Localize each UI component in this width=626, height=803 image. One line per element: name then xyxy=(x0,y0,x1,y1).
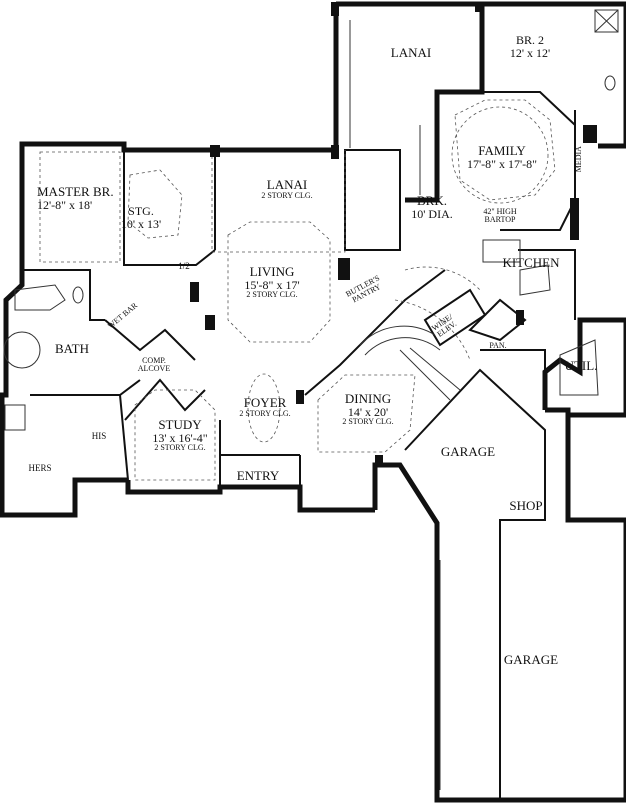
room-label-dining: DINING 14' x 20' 2 STORY CLG. xyxy=(330,392,406,427)
room-dimension: 12' x 12' xyxy=(509,45,551,60)
room-dimension: 15'-8" x 17' xyxy=(244,277,300,292)
room-label-half-bath: 1/2 xyxy=(178,261,190,271)
room-name: BRK. xyxy=(417,193,447,208)
room-label-media: MEDIA xyxy=(573,146,583,173)
room-label-shop: SHOP xyxy=(509,498,543,513)
interior-walls xyxy=(22,91,576,800)
room-label-hers: HERS xyxy=(28,463,52,473)
room-ceiling-note: 2 STORY CLG. xyxy=(239,408,291,418)
room-ceiling-note: 2 STORY CLG. xyxy=(246,290,298,300)
room-label-brk: BRK. 10' DIA. xyxy=(407,194,457,220)
room-label-pan: PAN. xyxy=(489,341,507,350)
room-label-stg: STG. 10' x 13' xyxy=(118,205,164,230)
room-label-foyer: FOYER 2 STORY CLG. xyxy=(230,396,300,418)
room-name: FAMILY xyxy=(478,143,526,158)
columns xyxy=(190,2,597,467)
bartop-note: 42" HIGH BARTOP xyxy=(478,207,522,225)
room-dimension: 10' DIA. xyxy=(411,206,453,221)
room-name: FOYER xyxy=(243,395,287,410)
room-name: LIVING xyxy=(249,264,295,279)
bartop-line2: BARTOP xyxy=(484,215,516,225)
room-label-master: MASTER BR. 12'-8" x 18' xyxy=(37,185,119,211)
room-label-his: HIS xyxy=(91,431,107,441)
room-ceiling-note: 2 STORY CLG. xyxy=(261,190,313,200)
room-label-bath: BATH xyxy=(55,341,89,356)
room-ceiling-note: 2 STORY CLG. xyxy=(154,443,206,453)
room-label-garage-1: GARAGE xyxy=(440,444,496,459)
comp-line2: ALCOVE xyxy=(137,364,171,374)
room-name: DINING xyxy=(344,391,392,406)
ceiling-outlines xyxy=(39,99,556,481)
room-dimension: 12'-8" x 18' xyxy=(37,197,93,212)
room-label-kitchen: KITCHEN xyxy=(502,255,560,270)
comp-line1: COMP. xyxy=(142,356,166,365)
room-label-util: UTIL. xyxy=(564,358,598,373)
bartop-line1: 42" HIGH xyxy=(483,207,517,216)
room-label-lanai-top: LANAI xyxy=(390,45,432,60)
room-dimension: 14' x 20' xyxy=(347,404,389,419)
room-label-family: FAMILY 17'-8" x 17'-8" xyxy=(462,144,542,170)
room-name: MASTER BR. xyxy=(37,184,114,199)
room-dimension: 10' x 13' xyxy=(120,216,162,231)
room-name: STG. xyxy=(128,204,154,218)
room-dimension: 13' x 16'-4" xyxy=(152,430,208,445)
room-label-lanai-mid: LANAI 2 STORY CLG. xyxy=(252,178,322,200)
room-name: BR. 2 xyxy=(515,33,544,47)
stair-and-fixtures xyxy=(3,9,619,790)
room-name: LANAI xyxy=(266,177,308,192)
room-dimension: 17'-8" x 17'-8" xyxy=(466,156,538,171)
room-name: STUDY xyxy=(158,417,202,432)
room-label-comp-alcove: COMP. ALCOVE xyxy=(133,356,175,374)
room-label-entry: ENTRY xyxy=(236,468,280,483)
room-label-study: STUDY 13' x 16'-4" 2 STORY CLG. xyxy=(143,418,217,453)
room-label-br2: BR. 2 12' x 12' xyxy=(502,34,558,59)
room-ceiling-note: 2 STORY CLG. xyxy=(342,417,394,427)
room-label-garage-2: GARAGE xyxy=(503,652,559,667)
room-label-living: LIVING 15'-8" x 17' 2 STORY CLG. xyxy=(232,265,312,300)
